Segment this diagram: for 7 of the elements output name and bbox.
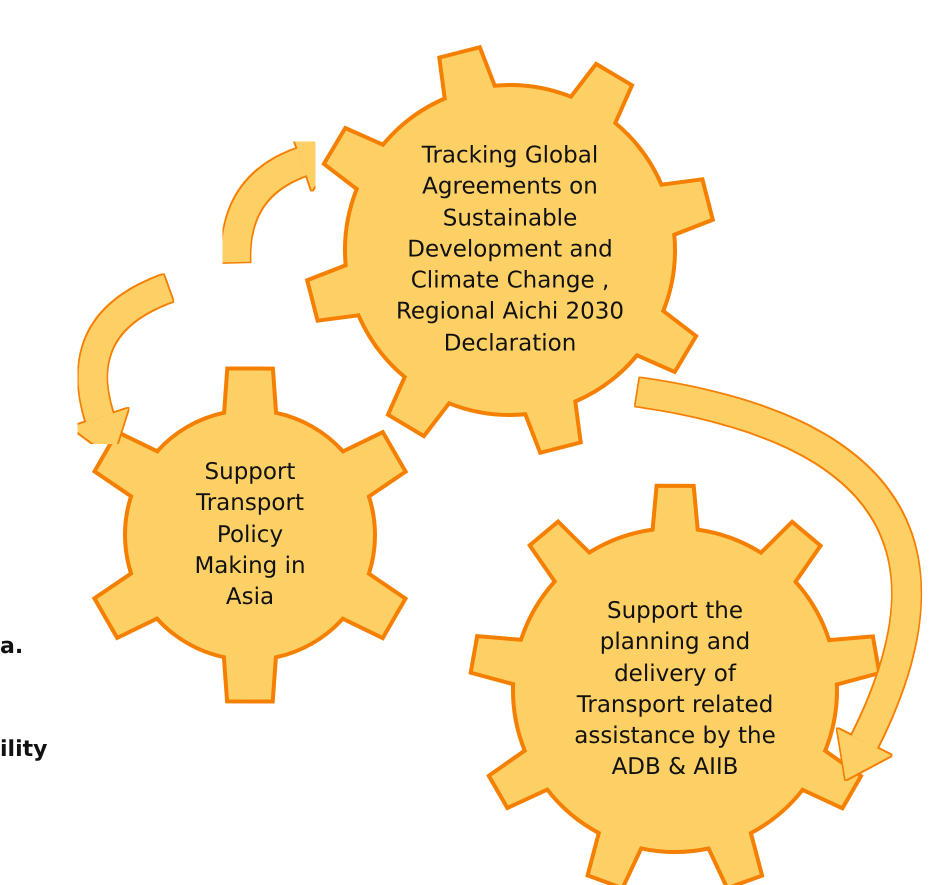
gear-shape: [470, 485, 880, 885]
partial-text: ility: [0, 737, 48, 762]
gear-label: Tracking Global Agreements on Sustainable Development and Climate Change , Regional Aichi 2030 Declaration: [394, 142, 626, 358]
gear-shape: [305, 45, 715, 455]
gear-label: Support Transport Policy Making in Asia: [193, 458, 307, 612]
gear-label: Support the planning and delivery of Transport related assistance by the ADB & AIIB: [573, 597, 777, 783]
partial-text: a.: [0, 634, 24, 659]
